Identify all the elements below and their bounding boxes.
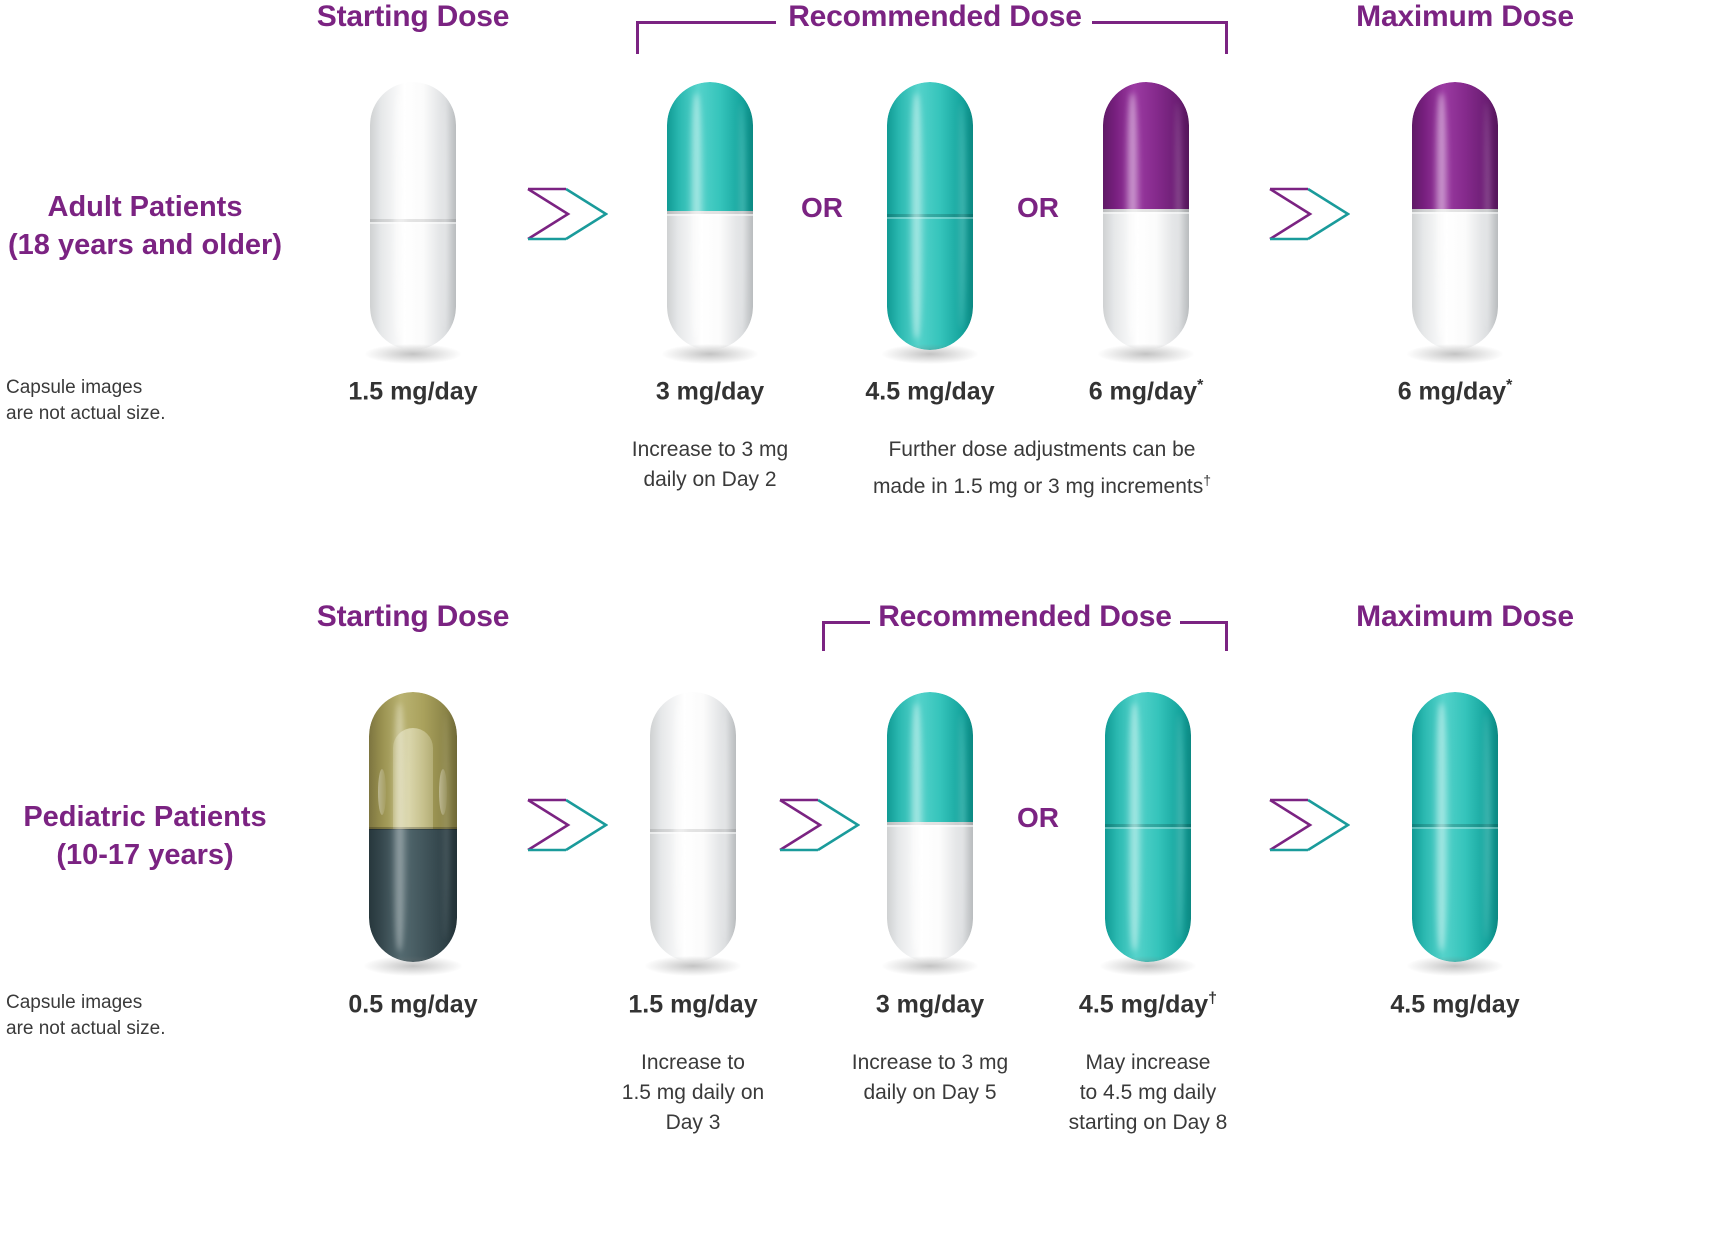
adult-patient-label: Adult Patients (18 years and older) — [0, 188, 290, 264]
pediatric-arrow-2 — [779, 798, 860, 852]
recommended-bracket-right-line-ped — [1180, 621, 1228, 624]
adult-header-starting-dose: Starting Dose — [316, 0, 510, 33]
adult-capsule-size-note-line2: are not actual size. — [6, 403, 166, 424]
capsule-cap — [370, 82, 456, 222]
adult-patient-label-line2: (18 years and older) — [8, 229, 282, 261]
adult-dose-label-5: 6 mg/day* — [1398, 377, 1513, 406]
pediatric-dose-value-4: 4.5 mg/day — [1078, 990, 1209, 1019]
adult-capsule-size-note: Capsule images are not actual size. — [6, 375, 165, 427]
adult-dose-value-2: 3 mg/day — [655, 377, 765, 406]
pediatric-dose-value-1: 0.5 mg/day — [348, 990, 478, 1019]
capsule-cap — [667, 82, 753, 214]
capsule-body — [667, 211, 753, 350]
recommended-bracket-right-line-adult — [1092, 21, 1228, 24]
pediatric-capsule-2 — [645, 692, 741, 976]
adult-capsule-5 — [1407, 82, 1503, 364]
capsule-body — [369, 829, 457, 962]
capsule-cap — [369, 692, 457, 830]
capsule-cap — [1105, 692, 1191, 827]
pediatric-arrow-3 — [1269, 798, 1350, 852]
capsule-body — [887, 822, 973, 962]
adult-dose-value-5: 6 mg/day — [1397, 377, 1507, 406]
recommended-bracket-left-line-adult — [636, 21, 776, 24]
adult-capsule-2 — [662, 82, 758, 364]
capsule-body — [1412, 209, 1498, 350]
adult-dose-label-4: 6 mg/day* — [1089, 377, 1204, 406]
adult-or-label-1: OR — [801, 192, 843, 223]
capsule-cap — [650, 692, 736, 832]
pediatric-capsule-4 — [1100, 692, 1196, 976]
pediatric-dose-value-3: 3 mg/day — [875, 990, 985, 1019]
adult-dose-sup-5: * — [1506, 377, 1513, 394]
capsule-body — [370, 219, 456, 350]
pediatric-capsule-size-note-line1: Capsule images — [6, 992, 143, 1013]
pediatric-header-maximum-dose: Maximum Dose — [1356, 600, 1574, 633]
recommended-bracket-right-leg-ped — [1225, 621, 1228, 651]
adult-header-maximum-dose: Maximum Dose — [1356, 0, 1574, 33]
pediatric-dose-sup-4: † — [1208, 990, 1218, 1007]
pediatric-capsule-size-note-line2: are not actual size. — [6, 1018, 166, 1039]
adult-dose-label-2: 3 mg/day — [656, 377, 764, 406]
recommended-bracket-left-line-ped — [822, 621, 870, 624]
adult-arrow-2 — [1269, 187, 1350, 241]
capsule-body — [650, 829, 736, 962]
pediatric-arrow-1 — [527, 798, 608, 852]
adult-capsule-1 — [365, 82, 461, 364]
capsule-cap — [1412, 692, 1498, 827]
adult-shared-annotation-line1: Further dose adjustments can be — [888, 438, 1196, 461]
capsule-cap — [887, 692, 973, 825]
adult-dose-value-3: 4.5 mg/day — [865, 377, 995, 406]
pediatric-dose-label-4: 4.5 mg/day† — [1079, 990, 1217, 1019]
adult-dose-value-4: 6 mg/day — [1088, 377, 1198, 406]
pediatric-header-recommended-dose: Recommended Dose — [878, 600, 1172, 633]
pediatric-dose-label-5: 4.5 mg/day — [1390, 990, 1519, 1019]
capsule-body — [1412, 824, 1498, 962]
pediatric-dose-label-3: 3 mg/day — [876, 990, 984, 1019]
capsule-cap — [887, 82, 973, 217]
pediatric-capsule-3 — [882, 692, 978, 976]
pediatric-dose-label-2: 1.5 mg/day — [628, 990, 757, 1019]
adult-shared-annotation: Further dose adjustments can be made in … — [832, 435, 1252, 502]
adult-capsule-4 — [1098, 82, 1194, 364]
capsule-cap — [1412, 82, 1498, 212]
pediatric-dose-value-5: 4.5 mg/day — [1390, 990, 1520, 1019]
pediatric-dose-value-2: 1.5 mg/day — [628, 990, 758, 1019]
adult-dose-value-1: 1.5 mg/day — [348, 377, 478, 406]
adult-or-label-2: OR — [1017, 192, 1059, 223]
capsule-body — [1105, 824, 1191, 962]
adult-shared-annotation-line2: made in 1.5 mg or 3 mg increments† — [872, 472, 1212, 498]
pediatric-dose-label-1: 0.5 mg/day — [348, 990, 477, 1019]
capsule-body — [1103, 209, 1189, 350]
pediatric-patient-label: Pediatric Patients (10-17 years) — [0, 798, 290, 874]
capsule-cap — [1103, 82, 1189, 212]
adult-dose-sup-4: * — [1197, 377, 1204, 394]
adult-dose-label-1: 1.5 mg/day — [348, 377, 477, 406]
pediatric-patient-label-line1: Pediatric Patients — [23, 801, 267, 833]
adult-capsule-size-note-line1: Capsule images — [6, 377, 143, 398]
recommended-bracket-left-leg-adult — [636, 21, 639, 54]
pediatric-capsule-1 — [364, 692, 462, 976]
recommended-bracket-left-leg-ped — [822, 621, 825, 651]
pediatric-header-starting-dose: Starting Dose — [316, 600, 510, 633]
capsule-body — [887, 214, 973, 350]
pediatric-or-label-1: OR — [1017, 802, 1059, 833]
adult-dose-label-3: 4.5 mg/day — [865, 377, 994, 406]
adult-capsule-3 — [882, 82, 978, 364]
adult-patient-label-line1: Adult Patients — [47, 191, 243, 223]
recommended-bracket-right-leg-adult — [1225, 21, 1228, 54]
adult-arrow-1 — [527, 187, 608, 241]
pediatric-capsule-5 — [1407, 692, 1503, 976]
adult-header-recommended-dose: Recommended Dose — [788, 0, 1082, 33]
pediatric-capsule-size-note: Capsule images are not actual size. — [6, 990, 165, 1042]
pediatric-patient-label-line2: (10-17 years) — [56, 839, 234, 871]
